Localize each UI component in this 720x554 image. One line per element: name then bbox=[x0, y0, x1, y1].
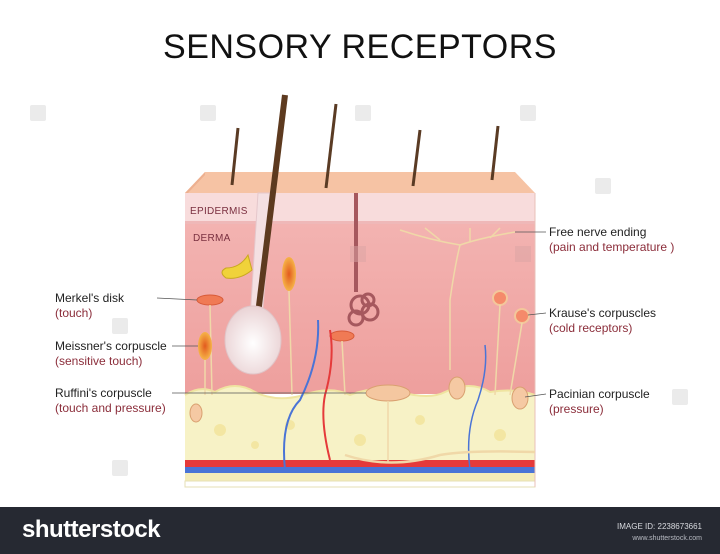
watermark-icon bbox=[672, 389, 688, 405]
epidermis-layer bbox=[185, 193, 535, 223]
dermis-label: DERMA bbox=[193, 233, 231, 244]
label-name: Meissner's corpuscle bbox=[55, 339, 167, 353]
page-title: SENSORY RECEPTORS bbox=[163, 28, 557, 66]
hair-bulb bbox=[224, 305, 282, 375]
label-merkels-disk: Merkel's disk (touch) bbox=[55, 291, 124, 321]
hair bbox=[490, 125, 500, 181]
label-function: (sensitive touch) bbox=[55, 354, 143, 368]
watermark-icon bbox=[200, 105, 216, 121]
label-name: Ruffini's corpuscle bbox=[55, 386, 152, 400]
watermark-icon bbox=[30, 105, 46, 121]
skin-cross-section bbox=[156, 94, 547, 488]
label-free-nerve-ending: Free nerve ending (pain and temperature … bbox=[549, 225, 674, 255]
footer-bar: shutterstock IMAGE ID: 2238673661 www.sh… bbox=[0, 507, 720, 554]
krause-corpuscle bbox=[492, 290, 508, 306]
pacinian-corpuscle bbox=[448, 376, 466, 400]
label-function: (cold receptors) bbox=[549, 321, 633, 335]
label-function: (touch and pressure) bbox=[55, 401, 166, 415]
hair-shaft bbox=[253, 94, 288, 331]
free-nerve-endings bbox=[399, 227, 516, 370]
image-id: IMAGE ID: 2238673661 bbox=[617, 522, 702, 531]
sweat-gland bbox=[347, 292, 380, 327]
label-ruffinis-corpuscle: Ruffini's corpuscle (touch and pressure) bbox=[55, 386, 166, 416]
krause-corpuscle bbox=[514, 308, 530, 324]
fat-layer bbox=[185, 386, 535, 460]
sebaceous-gland bbox=[221, 253, 253, 279]
label-function: (touch) bbox=[55, 306, 93, 320]
skin-surface bbox=[185, 172, 535, 193]
label-name: Free nerve ending bbox=[549, 225, 647, 239]
label-name: Krause's corpuscles bbox=[549, 306, 657, 320]
watermark-icon bbox=[595, 178, 611, 194]
label-meissners-corpuscle: Meissner's corpuscle (sensitive touch) bbox=[55, 339, 167, 369]
label-name: Merkel's disk bbox=[55, 291, 124, 305]
artery bbox=[185, 460, 535, 467]
hair bbox=[230, 127, 240, 186]
sensory-receptors-diagram: SENSORY RECEPTORS EPIDERMIS DERMA Merkel… bbox=[30, 28, 688, 488]
brand-logo: shutterstock bbox=[22, 516, 161, 543]
watermark-icon bbox=[112, 318, 128, 334]
label-function: (pain and temperature ) bbox=[549, 240, 675, 254]
label-function: (pressure) bbox=[549, 402, 604, 416]
hair bbox=[324, 103, 338, 189]
label-pacinian-corpuscle: Pacinian corpuscle (pressure) bbox=[549, 387, 650, 417]
leader-lines bbox=[156, 231, 547, 398]
vein bbox=[185, 467, 535, 473]
merkels-disk bbox=[196, 294, 224, 306]
watermark-icon bbox=[355, 105, 371, 121]
watermark-icon bbox=[520, 105, 536, 121]
pacinian-corpuscle bbox=[511, 386, 529, 410]
label-name: Pacinian corpuscle bbox=[549, 387, 650, 401]
label-krause-corpuscles: Krause's corpuscles (cold receptors) bbox=[549, 306, 656, 336]
watermark-icon bbox=[112, 460, 128, 476]
hair bbox=[411, 129, 422, 187]
meissners-corpuscle bbox=[198, 332, 212, 360]
ruffinis-corpuscle bbox=[365, 384, 411, 402]
epidermis-label: EPIDERMIS bbox=[190, 206, 248, 217]
site-url: www.shutterstock.com bbox=[632, 535, 702, 542]
